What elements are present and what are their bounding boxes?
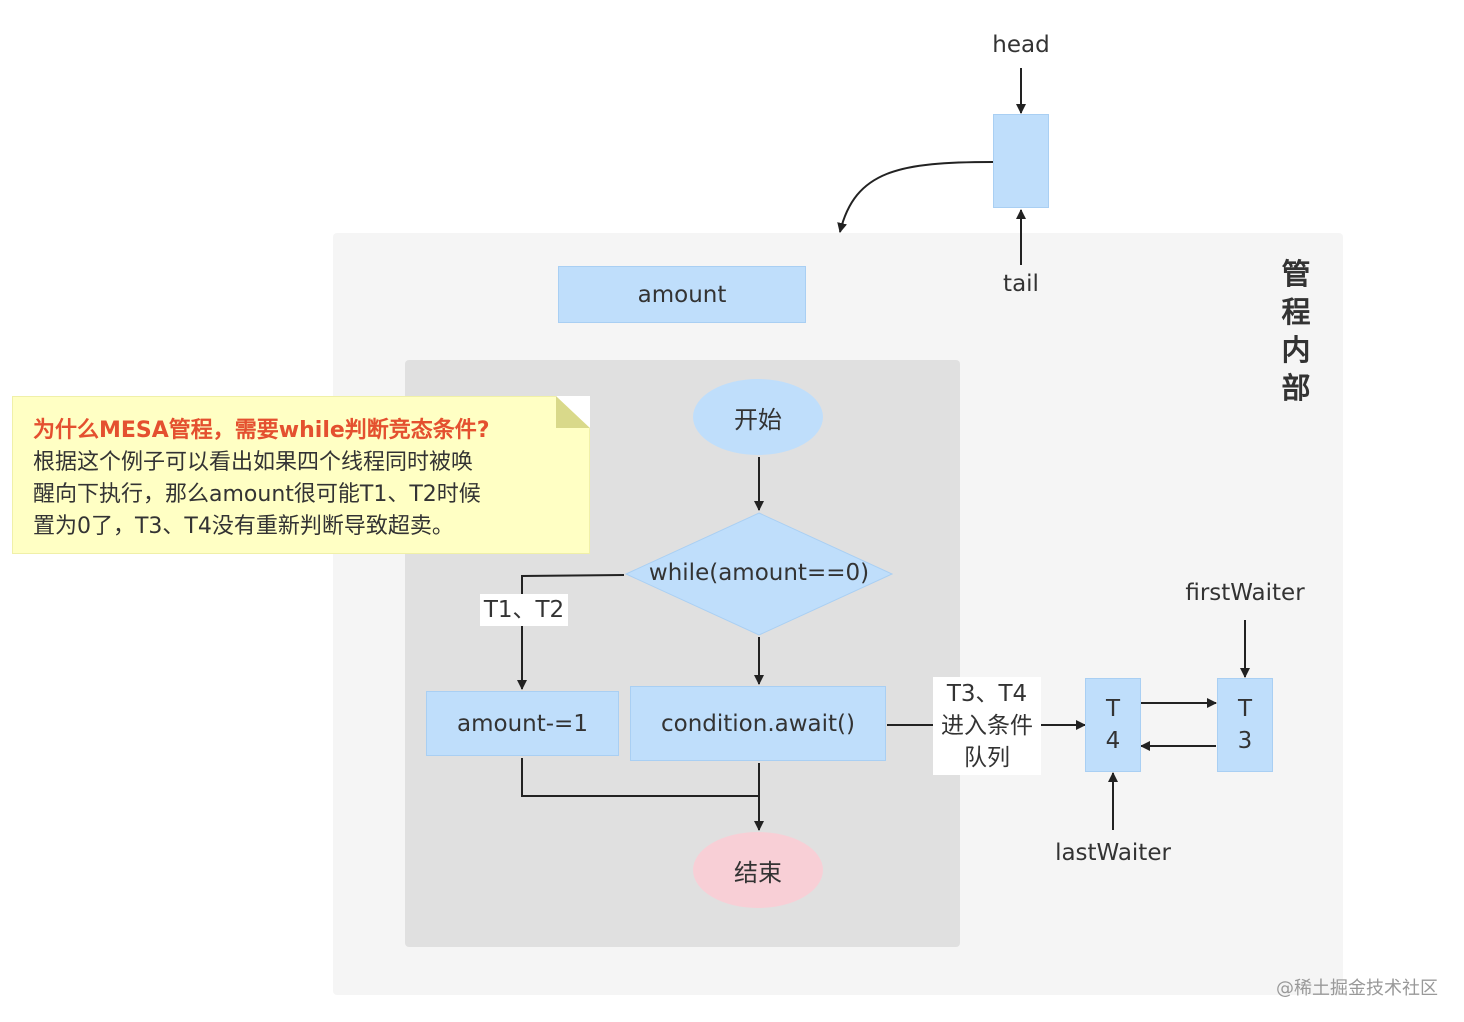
monitor-title-char: 部: [1281, 371, 1311, 405]
decision-label: while(amount==0): [648, 560, 870, 586]
note-line: 根据这个例子可以看出如果四个线程同时被唤: [33, 450, 474, 475]
queue-node-text: 4: [1105, 728, 1121, 754]
enter-label-line: T3、T4: [946, 681, 1028, 707]
note-line: 醒向下执行，那么amount很可能T1、T2时候: [33, 482, 481, 507]
monitor-title-char: 程: [1281, 295, 1311, 329]
first-waiter-label: firstWaiter: [1185, 580, 1305, 606]
last-waiter-label: lastWaiter: [1055, 840, 1171, 866]
decision-to-decrement-arrow: [517, 574, 625, 690]
monitor-title-char: 管: [1281, 257, 1311, 291]
entry-arrow: [837, 161, 994, 233]
note-line: 置为0了，T3、T4没有重新判断导致超卖。: [33, 514, 454, 539]
decision-node: [624, 512, 894, 636]
note-fold-corner: [556, 396, 590, 428]
queue-node-text: T: [1237, 696, 1253, 722]
head-label: head: [992, 32, 1050, 58]
end-node: 结束: [693, 832, 823, 908]
enter-label-line: 进入条件: [941, 713, 1033, 739]
note-title: 为什么MESA管程，需要while判断竞态条件?: [33, 418, 490, 443]
queue-node-text: T: [1105, 696, 1121, 722]
entry-queue-box: [993, 114, 1049, 208]
await-node: condition.await(): [630, 686, 886, 761]
start-node: 开始: [693, 379, 823, 455]
branch-label: T1、T2: [480, 594, 568, 626]
monitor-title-char: 内: [1281, 333, 1311, 367]
monitor-title: 管 程 内 部: [1278, 255, 1314, 407]
watermark: @稀土掘金技术社区: [1276, 978, 1438, 999]
queue-node-text: 3: [1237, 728, 1253, 754]
decrement-to-end-line: [521, 758, 759, 797]
sticky-note: 为什么MESA管程，需要while判断竞态条件? 根据这个例子可以看出如果四个线…: [12, 396, 590, 554]
decrement-node: amount-=1: [426, 691, 619, 756]
queue-node-t4: T 4: [1085, 678, 1141, 772]
queue-node-t3: T 3: [1217, 678, 1273, 772]
enter-condition-queue-label: T3、T4 进入条件 队列: [933, 677, 1041, 775]
enter-label-line: 队列: [964, 745, 1010, 771]
tail-label: tail: [1003, 271, 1039, 297]
amount-field: amount: [558, 266, 806, 323]
